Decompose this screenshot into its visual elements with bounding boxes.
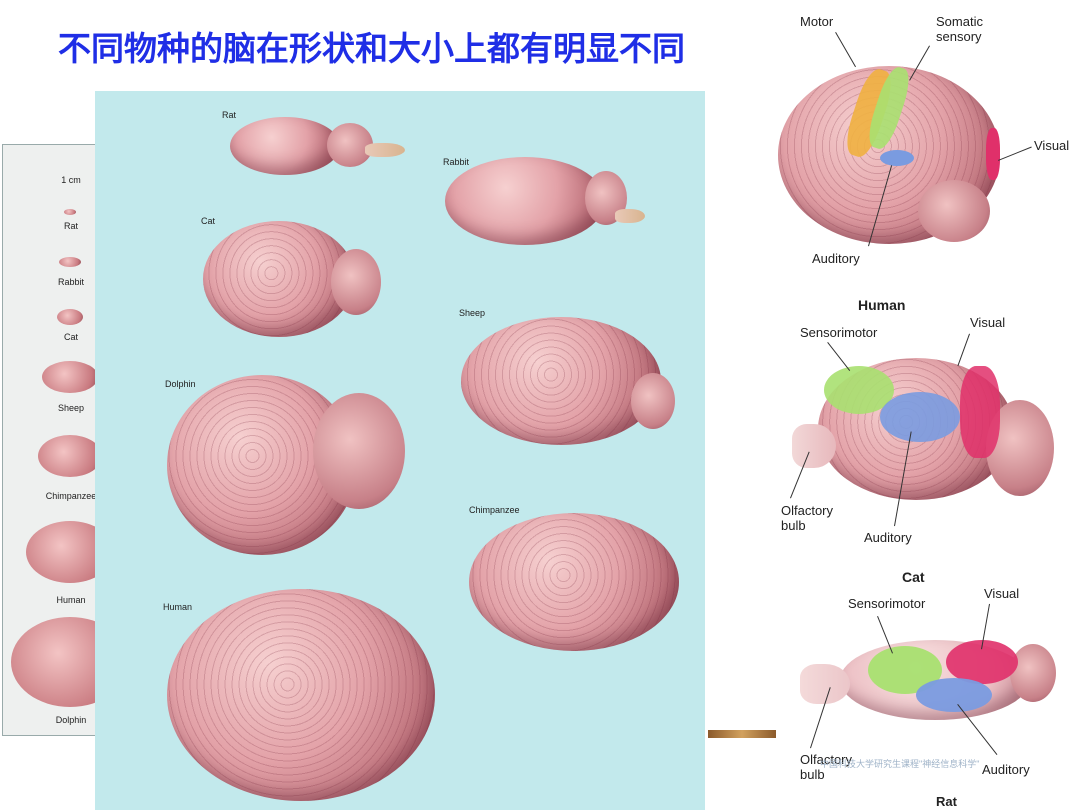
cerebellum-sheep [631,373,675,429]
cerebellum-dolphin [313,393,405,509]
cerebellum-cat [331,249,381,315]
diagram-cerebellum-rat [1010,644,1056,702]
brain-rat [230,117,340,175]
label-cat: Cat [201,216,216,226]
mini-brain-chimpanzee [38,435,102,477]
brain-cat [203,221,355,337]
label-sensorimotor-cat: Sensorimotor [800,325,878,340]
mini-label-rat: Rat [63,221,78,231]
diagram-cerebellum-human [918,180,990,242]
label-human: Human [163,602,193,612]
visual-area-cat [960,366,1000,458]
auditory-area-human [880,150,914,166]
caption-rat: Rat [936,794,957,809]
footer-course-credit: 中国科技大学研究生课程"神经信息科学" [820,759,980,769]
label-motor: Motor [800,14,834,29]
olfactory-bulb-cat [792,424,836,468]
slide-title: 不同物种的脑在形状和大小上都有明显不同 [58,29,685,68]
brainstem-rat [365,143,405,157]
auditory-area-rat [916,678,992,712]
label-rat: Rat [222,110,237,120]
leader-motor [835,32,856,68]
scale-bar-label: 1 cm [61,175,81,185]
caption-cat: Cat [902,569,925,585]
sensorimotor-area-cat [824,366,894,414]
label-somatic-sensory: Somatic sensory [936,14,983,44]
leader-visual-cat [957,333,970,366]
label-visual-cat: Visual [970,315,1006,330]
olfactory-bulb-rat [800,664,850,704]
mini-label-human: Human [56,595,86,605]
brain-human [167,589,435,801]
label-auditory-rat: Auditory [982,762,1030,777]
mini-label-rabbit: Rabbit [57,277,84,287]
label-auditory-cat: Auditory [864,530,912,545]
brainstem-rabbit [615,209,645,223]
brain-chimpanzee [469,513,679,651]
mini-brain-sheep [42,361,98,393]
label-visual-rat: Visual [984,586,1020,601]
decorative-bar [708,730,776,738]
label-sheep: Sheep [459,308,486,318]
brain-sheep [461,317,661,445]
mini-label-dolphin: Dolphin [55,715,87,725]
leader-visual-human [998,146,1032,161]
label-chimpanzee: Chimpanzee [469,505,520,515]
label-dolphin: Dolphin [165,379,196,389]
mini-brain-cat [57,309,83,325]
label-visual-human: Visual [1034,138,1070,153]
leader-sensorimotor-cat [827,342,851,371]
label-rabbit: Rabbit [443,157,470,167]
brain-rabbit [445,157,605,245]
label-auditory-human: Auditory [812,251,860,266]
auditory-area-cat [880,392,960,442]
brain-comparison-panel: Rat Rabbit Cat Sheep Dolphin Chimpanzee … [95,91,705,810]
mini-brain-rat [64,209,76,215]
mini-label-sheep: Sheep [57,403,85,413]
label-olfactory-cat: Olfactory bulb [781,503,834,533]
label-olfactory-rat: Olfactory bulb [800,752,853,782]
mini-label-chimpanzee: Chimpanzee [45,491,97,501]
label-sensorimotor-rat: Sensorimotor [848,596,926,611]
visual-area-human [986,128,1000,180]
mini-brain-rabbit [59,257,81,267]
caption-human: Human [858,297,906,313]
mini-label-cat: Cat [63,332,78,342]
